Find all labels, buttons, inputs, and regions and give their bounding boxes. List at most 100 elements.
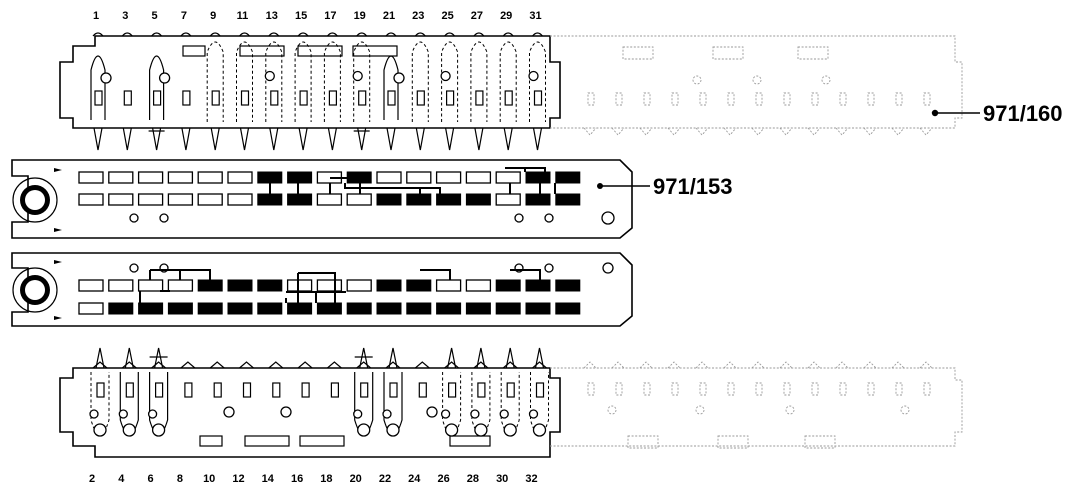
contact-spring	[149, 55, 165, 120]
pad-filled	[465, 302, 491, 315]
saw-tooth	[327, 361, 342, 369]
pad	[108, 193, 134, 206]
pcb-track	[420, 269, 451, 280]
saw-tooth	[444, 361, 459, 369]
contact-slot	[416, 90, 425, 106]
scallop	[414, 32, 426, 37]
contact-hole	[118, 409, 128, 419]
pad-filled	[436, 302, 462, 315]
scallop	[297, 32, 309, 37]
contact-hole	[89, 409, 99, 419]
via-hole	[544, 263, 554, 273]
pad-filled	[406, 279, 432, 292]
ghost-tooth	[667, 361, 681, 369]
pad-filled	[525, 279, 551, 292]
pad-filled	[227, 302, 253, 315]
pin-number: 16	[291, 473, 303, 485]
pin-number: 14	[262, 473, 275, 485]
pin-number: 1	[93, 10, 99, 22]
saw-tooth	[473, 361, 489, 369]
ghost-hole	[785, 405, 795, 415]
contact-slot	[389, 382, 398, 398]
ghost-tooth	[807, 127, 821, 136]
pad	[495, 171, 521, 184]
contact-hole	[528, 409, 539, 419]
pad	[346, 193, 372, 206]
pad-filled	[555, 279, 581, 292]
ghost-tooth	[723, 361, 737, 369]
pad	[167, 193, 194, 206]
saw-tooth	[180, 361, 196, 369]
pad	[435, 171, 462, 184]
pad	[167, 171, 194, 184]
contact-hole	[93, 423, 107, 437]
pin-number: 11	[237, 10, 249, 22]
pad	[495, 193, 521, 206]
contact-hole	[499, 409, 509, 419]
ghost-slot	[643, 382, 651, 396]
part-label-971-153: 971/153	[653, 174, 733, 199]
pad	[376, 171, 402, 184]
ghost-hole	[900, 405, 910, 415]
pad-filled	[525, 171, 551, 184]
ghost-tooth	[779, 361, 793, 369]
pad-filled	[167, 302, 193, 315]
contact-tine	[474, 127, 484, 151]
contact-hole	[470, 409, 480, 419]
ghost-slot	[699, 382, 707, 396]
contact-tine	[122, 127, 132, 151]
pad	[406, 171, 432, 184]
contact-tine	[388, 347, 398, 369]
ghost-slot	[839, 92, 847, 106]
ghost-slot	[895, 382, 903, 396]
saw-tooth	[502, 361, 518, 369]
saw-tooth	[532, 361, 547, 369]
pad	[78, 171, 104, 184]
scallop	[326, 32, 338, 37]
ghost-slot	[811, 92, 819, 106]
scallop	[444, 32, 456, 37]
mounting-ring-outer	[12, 267, 58, 313]
strip-hole	[223, 406, 235, 418]
part-label-971-160: 971/160	[983, 101, 1063, 126]
pin-number: 28	[467, 473, 479, 485]
pad-filled	[257, 279, 283, 292]
ghost-slot	[615, 382, 623, 396]
pin-number: 27	[471, 10, 483, 22]
scallop	[385, 32, 397, 37]
contact-tine	[445, 127, 455, 151]
contact-spring-hidden	[411, 41, 429, 122]
pin-number: 8	[177, 473, 183, 485]
ghost-hole	[752, 75, 762, 85]
ghost-slot	[783, 382, 791, 396]
contact-tine	[386, 127, 396, 151]
pad	[346, 279, 372, 292]
contact-spring-hidden	[441, 41, 459, 122]
contact-slot	[184, 382, 193, 398]
pad	[78, 302, 104, 315]
pin-number: 10	[203, 473, 215, 485]
ghost-slot	[755, 382, 763, 396]
ghost-tooth	[919, 127, 933, 136]
scallop	[268, 32, 280, 37]
pad-filled	[495, 302, 521, 315]
contact-hole	[503, 423, 517, 437]
contact-tine	[357, 127, 367, 151]
ghost-hole	[821, 75, 831, 85]
ghost-tooth	[863, 361, 877, 369]
contact-hole	[100, 72, 112, 84]
contact-hole	[158, 72, 171, 84]
pin-number: 15	[295, 10, 307, 22]
pad-filled	[257, 193, 283, 206]
contact-spring-hidden	[470, 41, 488, 122]
contact-spring	[90, 55, 106, 120]
saw-tooth	[356, 361, 372, 369]
ghost-slot	[727, 382, 735, 396]
pad-filled	[376, 302, 402, 315]
pad-filled	[555, 171, 581, 184]
via-hole	[129, 213, 139, 223]
pad	[108, 279, 134, 292]
pad-filled	[525, 302, 551, 315]
